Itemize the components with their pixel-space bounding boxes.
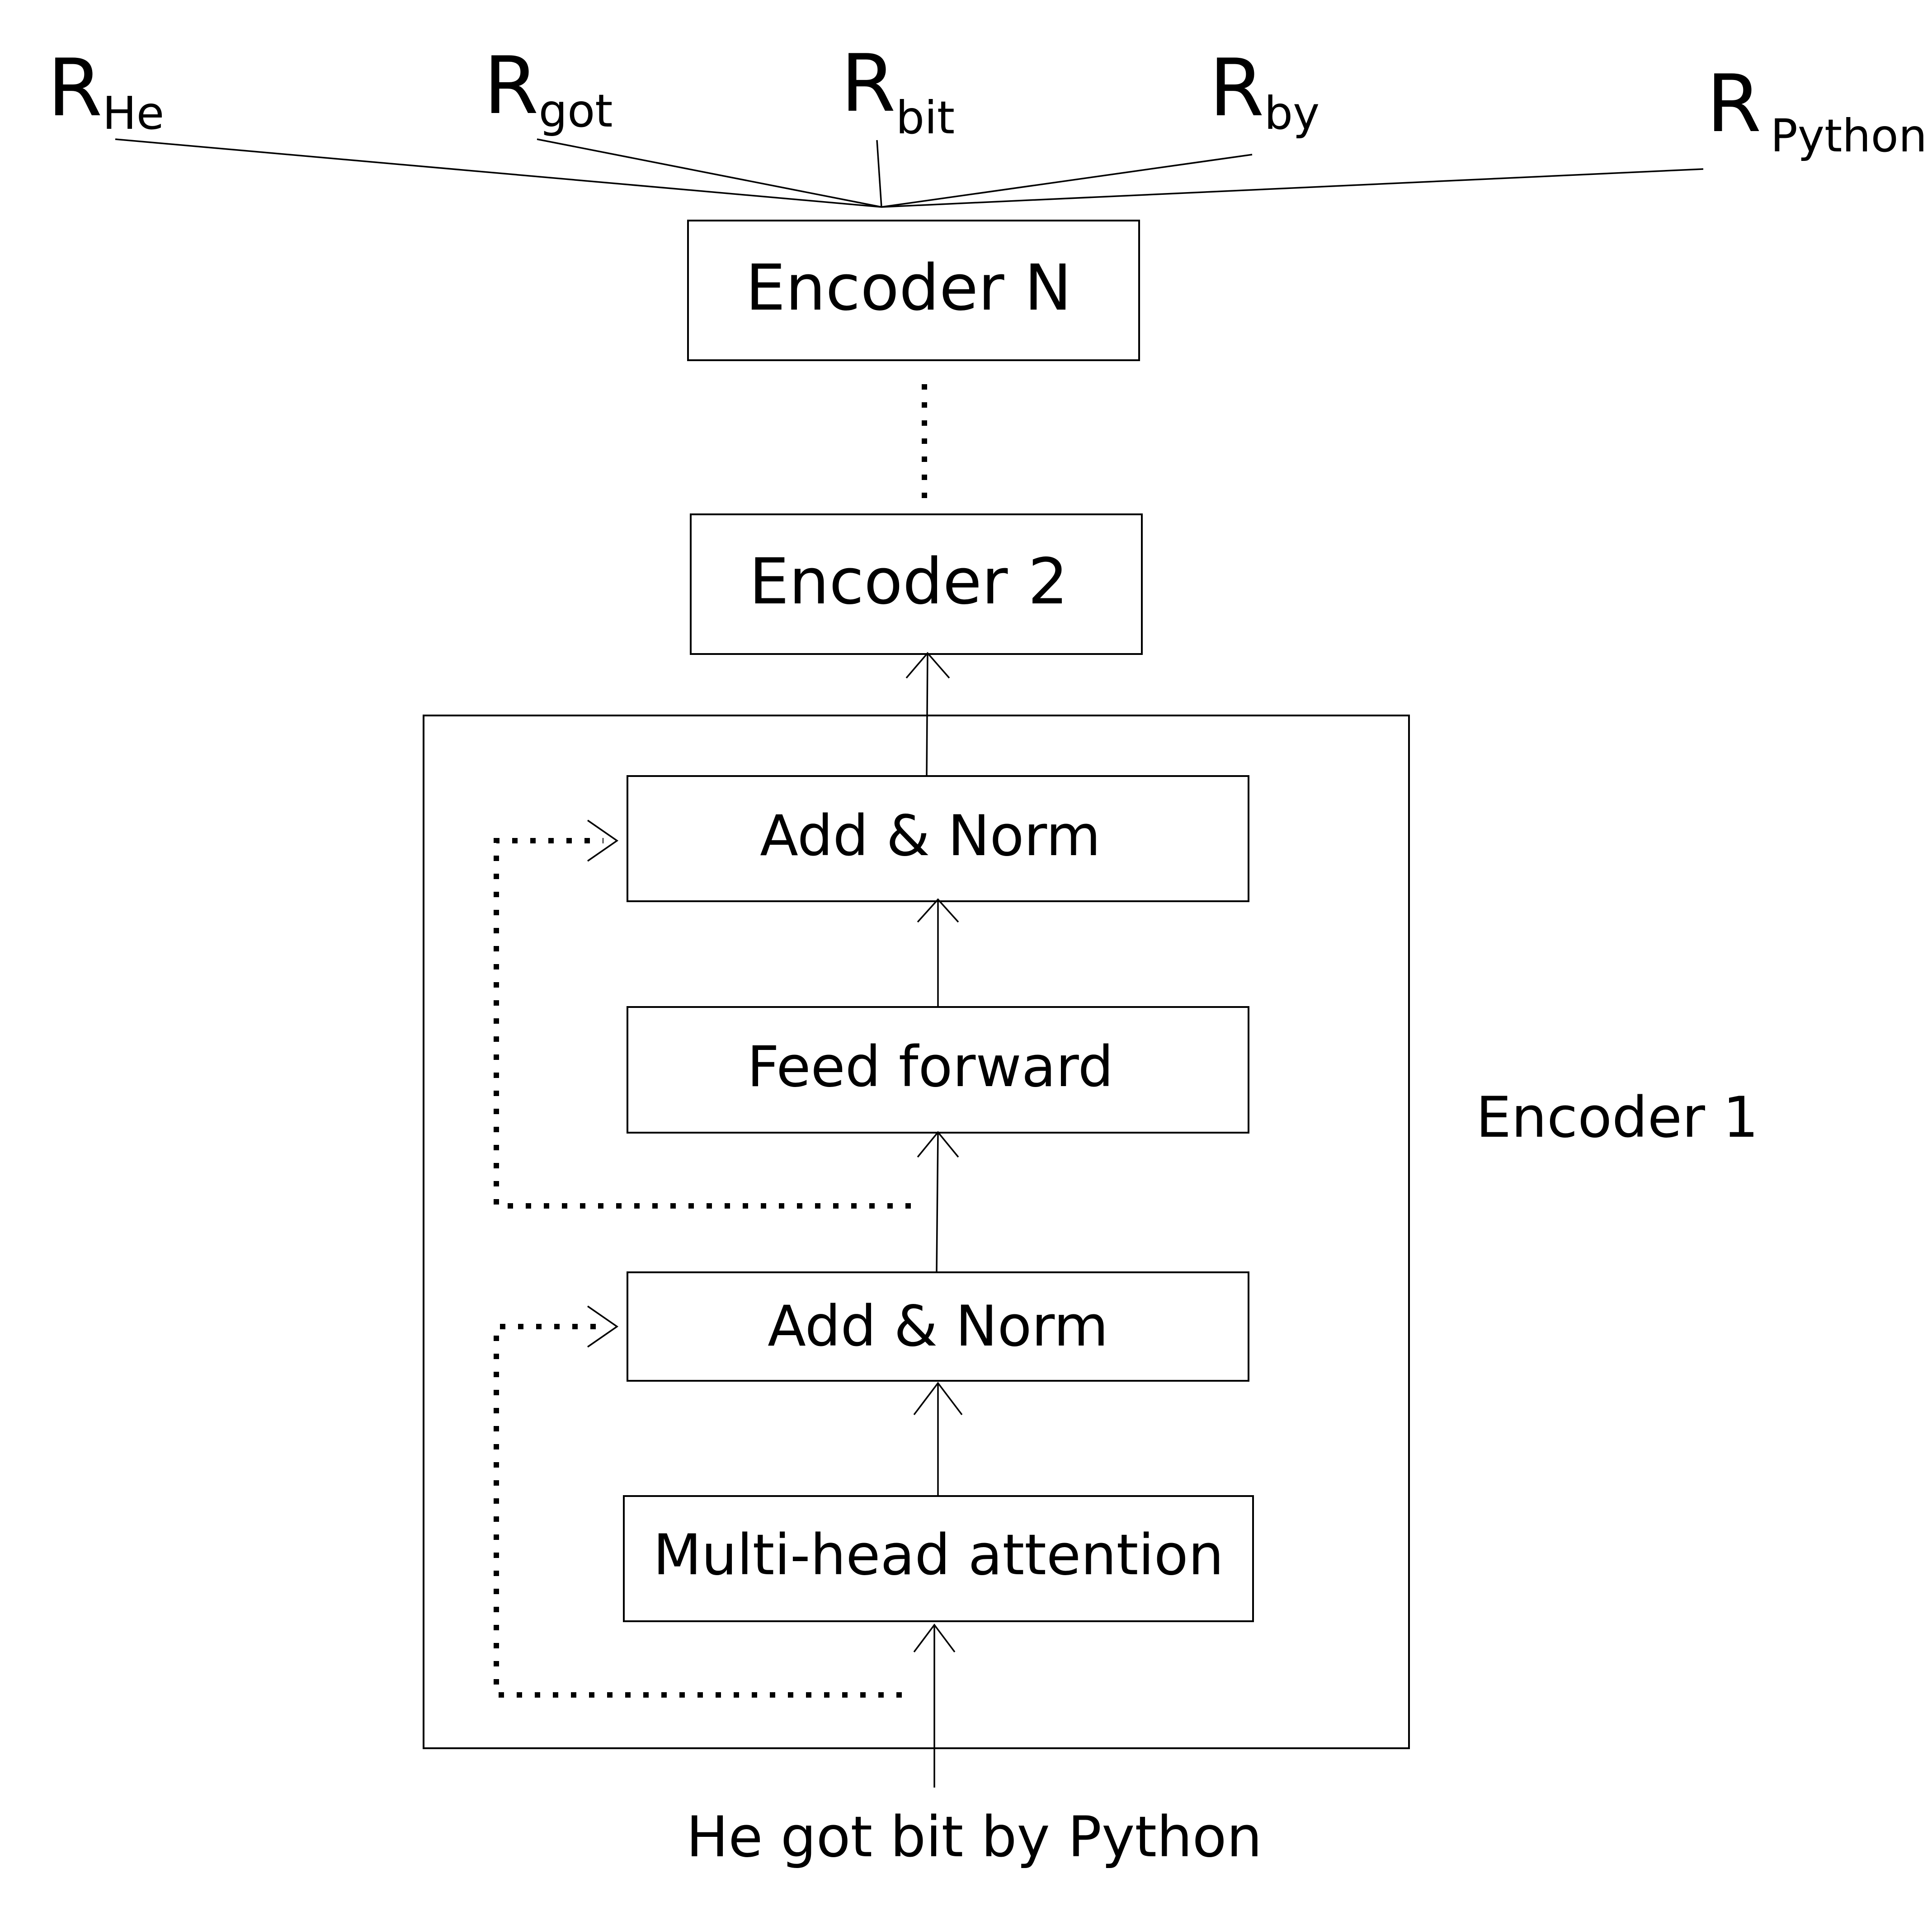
residual-connection-top <box>494 819 911 1209</box>
feed-forward-box <box>627 1006 1249 1134</box>
arrow-attention-to-addnorm <box>913 1382 963 1498</box>
encoder-n-label: Encoder N <box>745 251 1072 325</box>
add-norm-bottom-label: Add & Norm <box>768 1294 1108 1359</box>
add-norm-bottom-box <box>627 1271 1249 1382</box>
arrow-input-to-attention <box>913 1624 956 1788</box>
rep-label-by: Rby <box>1209 42 1319 140</box>
input-sentence: He got bit by Python <box>686 1805 1262 1870</box>
arrow-addnorm-to-ff <box>917 1131 959 1273</box>
feed-forward-label: Feed forward <box>747 1035 1114 1100</box>
add-norm-top-label: Add & Norm <box>760 804 1101 869</box>
arrow-ff-to-addnorm <box>917 898 959 1012</box>
output-fan-lines <box>115 138 1704 208</box>
residual-connection-bottom <box>494 1305 902 1698</box>
multi-head-attention-box <box>623 1495 1254 1622</box>
rep-label-bit: Rbit <box>841 38 955 144</box>
encoder-2-label: Encoder 2 <box>749 545 1068 619</box>
rep-label-got: Rgot <box>484 40 613 137</box>
multi-head-attention-label: Multi-head attention <box>653 1523 1224 1588</box>
encoder-1-frame <box>423 715 1410 1749</box>
add-norm-top-box <box>627 775 1249 902</box>
arrow-to-encoder-2 <box>905 652 950 776</box>
encoder-2-box <box>690 513 1143 655</box>
rep-label-he: RHe <box>47 42 164 140</box>
encoder-1-label: Encoder 1 <box>1476 1085 1758 1150</box>
encoder-n-box <box>687 220 1140 361</box>
